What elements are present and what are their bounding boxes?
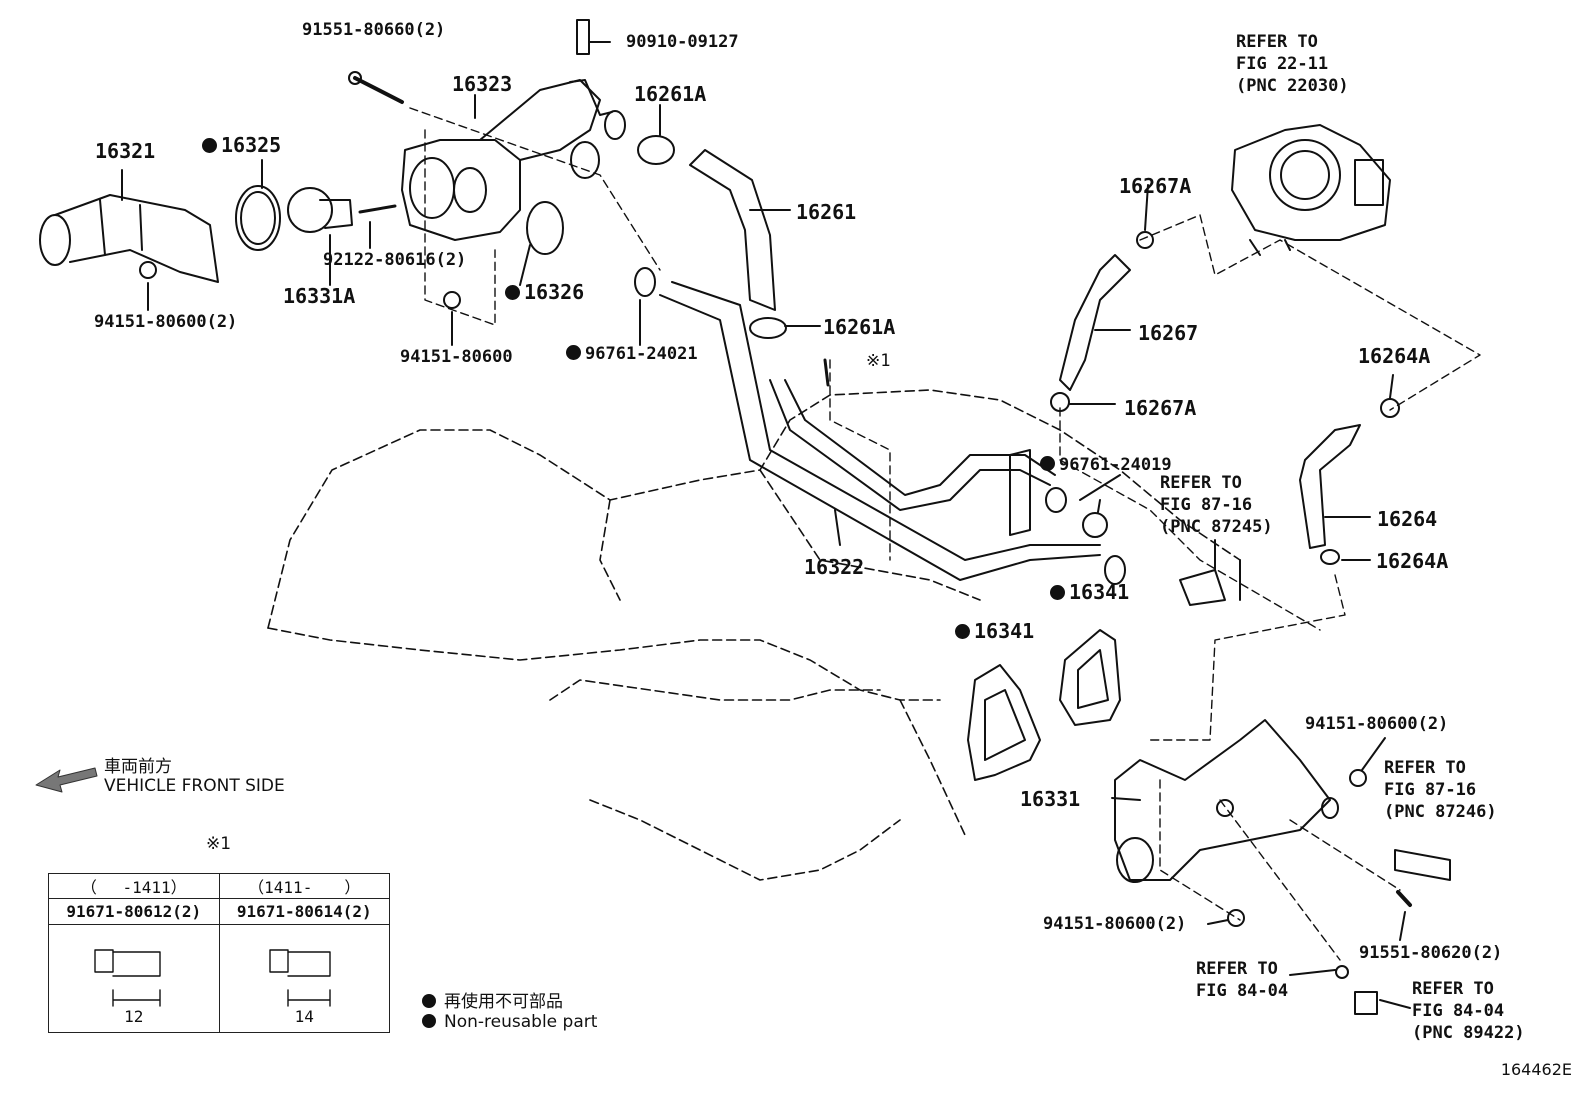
label-91551-80620: 91551-80620(2)	[1359, 943, 1503, 963]
label-94151-80600-b: 94151-80600	[400, 347, 513, 367]
bolt-range-1: （ -1411）	[48, 873, 220, 899]
label-94151-80600-d: 94151-80600(2)	[1043, 914, 1187, 934]
label-16326: 16326	[505, 282, 584, 302]
bolt-part-1: 91671-80612(2)	[48, 898, 220, 925]
part-16341-gasket-l	[967, 664, 1041, 781]
front-side-jp: 車両前方	[104, 757, 172, 777]
label-94151-80600-c: 94151-80600(2)	[1305, 714, 1449, 734]
label-16267: 16267	[1138, 321, 1199, 345]
table-note-mark: ※1	[206, 834, 232, 854]
part-16322-pipe	[659, 281, 1126, 585]
part-16267-hose	[1059, 254, 1131, 391]
non-reusable-dot-icon	[1040, 456, 1055, 471]
refer-fig-84-04-b: REFER TO FIG 84-04 (PNC 89422)	[1412, 979, 1525, 1043]
refer-fig-87-16-b: REFER TO FIG 87-16 (PNC 87246)	[1384, 758, 1497, 822]
bolt-range-2: （1411- ）	[218, 873, 390, 899]
label-96761-24019: 96761-24019	[1040, 456, 1172, 474]
part-throttle-body	[1231, 124, 1391, 256]
label-96761-24021: 96761-24021	[566, 345, 698, 363]
refer-fig-22-11: REFER TO FIG 22-11 (PNC 22030)	[1236, 32, 1349, 96]
part-16331A-thermostat	[287, 187, 353, 233]
part-16261A-clamp-mid	[749, 317, 787, 339]
part-16326-gasket	[526, 201, 564, 255]
bolt-table: （ -1411） （1411- ） 91671-80612(2) 91671-8…	[48, 873, 390, 1033]
front-side-en: VEHICLE FRONT SIDE	[104, 776, 285, 796]
label-16325: 16325	[202, 135, 281, 155]
label-note-mark: ※1	[866, 351, 891, 371]
label-16341-right: 16341	[1050, 582, 1129, 602]
label-90910-09127: 90910-09127	[626, 32, 739, 52]
refer-fig-87-16-a: REFER TO FIG 87-16 (PNC 87245)	[1160, 473, 1273, 537]
label-16341-left: 16341	[955, 621, 1034, 641]
label-16267A-bot: 16267A	[1124, 396, 1197, 420]
legend-en: Non-reusable part	[422, 1012, 597, 1032]
bolt-length-2: 14	[218, 924, 390, 1033]
part-16331-inlet	[1114, 719, 1451, 883]
part-16341-gasket-r	[1059, 629, 1121, 726]
leader-lines	[409, 107, 1481, 961]
label-16261A-top: 16261A	[634, 82, 707, 106]
refer-fig-84-04-a: REFER TO FIG 84-04	[1196, 959, 1289, 1001]
figure-id: 164462E	[1500, 1060, 1572, 1079]
non-reusable-dot-icon	[202, 138, 217, 153]
engine-outline	[267, 389, 1241, 881]
non-reusable-dot-icon	[566, 345, 581, 360]
label-94151-80600-a: 94151-80600(2)	[94, 312, 238, 332]
label-16261: 16261	[796, 200, 857, 224]
non-reusable-dot-icon	[422, 1014, 436, 1028]
legend-jp: 再使用不可部品	[422, 987, 563, 1012]
bolt-length-1: 12	[48, 924, 220, 1033]
label-16331A: 16331A	[283, 284, 356, 308]
label-16321: 16321	[95, 139, 156, 163]
label-92122-80616: 92122-80616(2)	[323, 250, 467, 270]
part-16264-hose	[1299, 424, 1361, 549]
label-91551-80660: 91551-80660(2)	[302, 20, 446, 40]
part-16261A-clamp-top	[637, 135, 675, 165]
non-reusable-dot-icon	[1050, 585, 1065, 600]
label-16267A-top: 16267A	[1119, 174, 1192, 198]
part-16323-housing	[401, 79, 626, 241]
label-16264A-top: 16264A	[1358, 344, 1431, 368]
label-16322: 16322	[804, 555, 865, 579]
label-16331: 16331	[1020, 787, 1081, 811]
part-16321-pipe	[39, 194, 219, 283]
non-reusable-dot-icon	[422, 994, 436, 1008]
label-16264: 16264	[1377, 507, 1438, 531]
label-16264A-bot: 16264A	[1376, 549, 1449, 573]
part-16261-hose	[689, 149, 776, 311]
label-16261A-mid: 16261A	[823, 315, 896, 339]
front-arrow-icon	[35, 767, 98, 793]
non-reusable-dot-icon	[505, 285, 520, 300]
part-16325-gasket	[235, 185, 281, 251]
non-reusable-dot-icon	[955, 624, 970, 639]
bolt-part-2: 91671-80614(2)	[218, 898, 390, 925]
label-16323: 16323	[452, 72, 513, 96]
